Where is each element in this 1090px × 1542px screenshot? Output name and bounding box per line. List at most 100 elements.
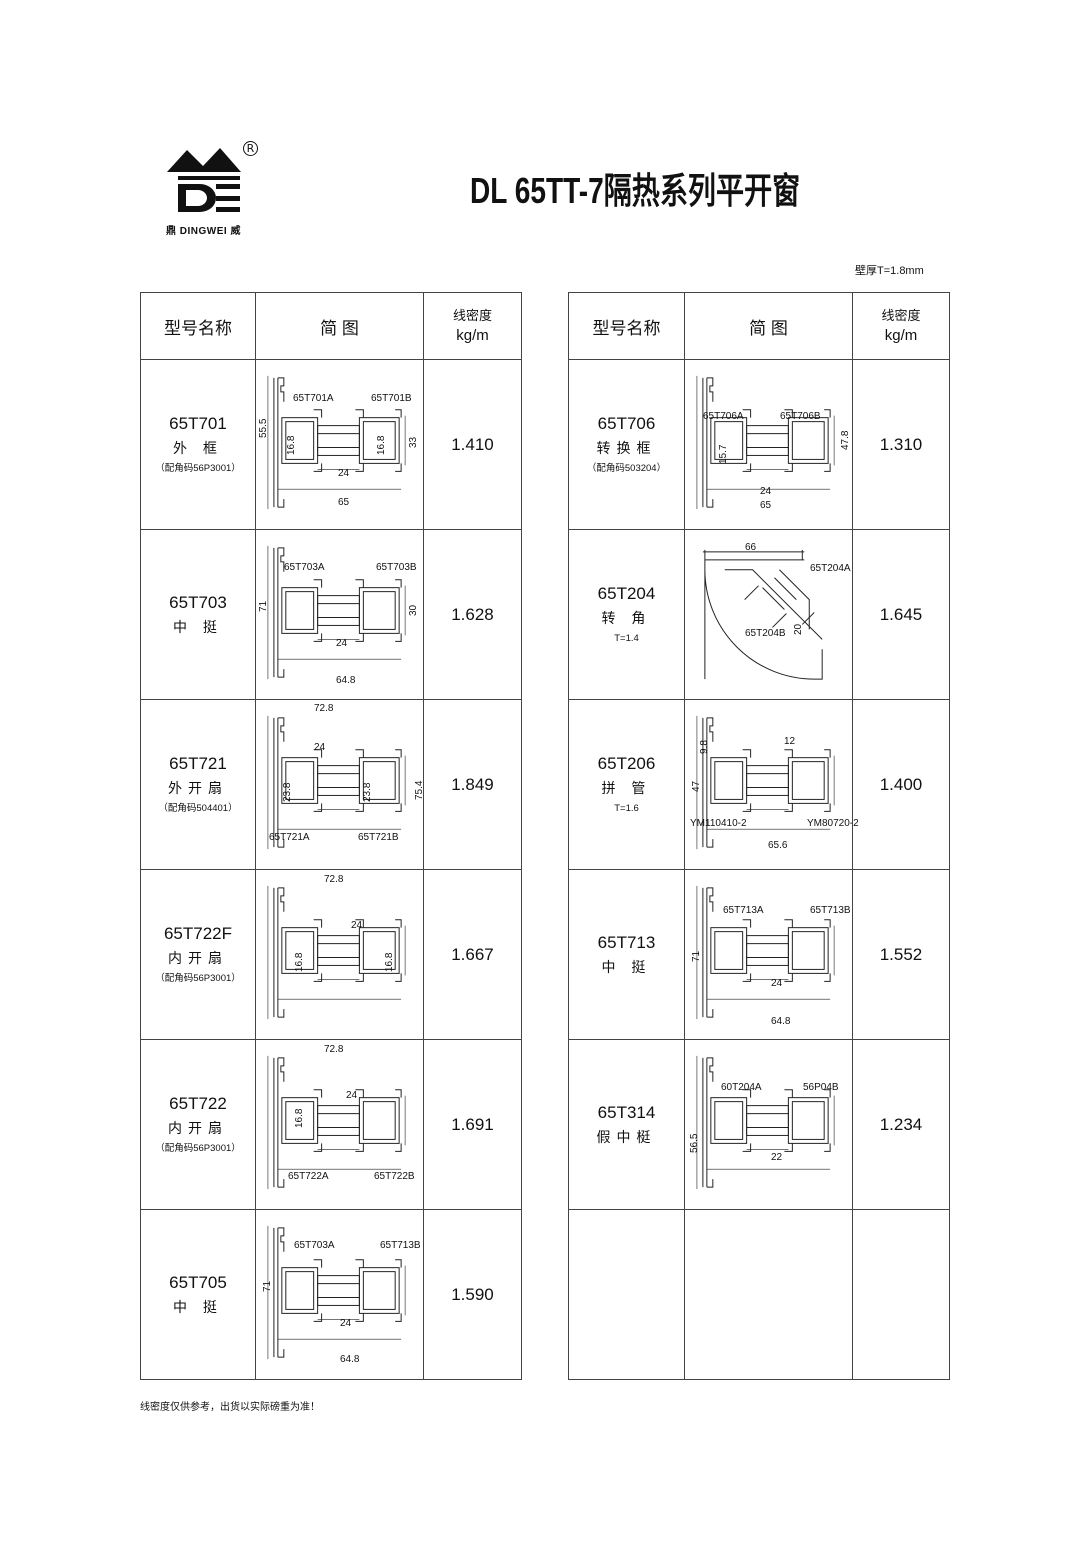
wall-thickness-note: 壁厚T=1.8mm bbox=[855, 265, 924, 277]
model-name: 内开扇 bbox=[168, 1119, 228, 1136]
dimension-label: 65T706B bbox=[780, 411, 821, 422]
page-title: DL 65TT-7隔热系列平开窗 bbox=[470, 170, 801, 211]
dimension-label: 65T204A bbox=[810, 563, 851, 574]
dimension-label: 12 bbox=[784, 736, 796, 747]
dimension-label: 15.7 bbox=[718, 444, 729, 464]
dimension-label: 16.8 bbox=[384, 952, 395, 972]
density-label: 线密度 bbox=[452, 308, 492, 323]
dimension-label: 65T703A bbox=[284, 562, 325, 573]
footer-note: 线密度仅供参考，出货以实际磅重为准！ bbox=[140, 1402, 320, 1413]
density-value: 1.849 bbox=[423, 699, 522, 870]
model-note: （配角码504401） bbox=[158, 802, 238, 814]
model-code: 65T204 bbox=[597, 583, 656, 603]
dimension-label: 65T721B bbox=[358, 832, 399, 843]
model-name: 转 角 bbox=[601, 609, 652, 626]
model-name: 外 框 bbox=[173, 439, 223, 456]
dimension-label: 65 bbox=[338, 497, 350, 508]
dimension-label: 16.8 bbox=[286, 435, 297, 455]
model-cell: 65T722 内开扇 （配角码56P3001） bbox=[140, 1039, 256, 1210]
dimension-label: 24 bbox=[760, 486, 772, 497]
dimension-label: 65T713A bbox=[723, 905, 764, 916]
model-code: 65T722 bbox=[169, 1093, 227, 1113]
dimension-label: 65T722A bbox=[288, 1171, 329, 1182]
profile-drawing bbox=[702, 549, 823, 680]
dimension-label: 65T713B bbox=[380, 1240, 421, 1251]
model-note: T=1.4 bbox=[614, 632, 639, 644]
model-cell: 65T204 转 角 T=1.4 bbox=[568, 529, 685, 700]
dimension-label: 65 bbox=[760, 500, 772, 511]
profile-drawing bbox=[696, 1055, 835, 1190]
dimension-label: 65T721A bbox=[269, 832, 310, 843]
model-note: T=1.6 bbox=[614, 802, 639, 814]
model-name: 外开扇 bbox=[168, 779, 228, 796]
model-note: （配角码503204） bbox=[586, 462, 667, 474]
dimension-label: 65T703B bbox=[376, 562, 417, 573]
model-code: 65T722F bbox=[163, 923, 233, 943]
profile-drawing bbox=[267, 375, 406, 510]
model-code: 65T703 bbox=[169, 592, 227, 612]
profile-drawing bbox=[696, 885, 835, 1020]
dimension-label: 24 bbox=[314, 742, 326, 753]
model-code: 65T705 bbox=[169, 1272, 227, 1292]
model-name: 假中梃 bbox=[596, 1128, 657, 1145]
dimension-label: 56.5 bbox=[689, 1133, 700, 1153]
profile-drawing bbox=[267, 1055, 406, 1190]
dimension-label: 24 bbox=[351, 920, 363, 931]
dimension-label: 33 bbox=[408, 436, 419, 448]
model-name: 中 挺 bbox=[601, 958, 652, 975]
dimension-label: 65T701B bbox=[371, 393, 412, 404]
dimension-label: 30 bbox=[408, 604, 419, 616]
profile-row bbox=[568, 1209, 950, 1380]
col-header-diagram: 简 图 bbox=[255, 292, 424, 360]
col-header-diagram: 简 图 bbox=[684, 292, 853, 360]
col-header-model: 型号名称 bbox=[568, 292, 685, 360]
dimension-label: 24 bbox=[340, 1318, 352, 1329]
model-code: 65T314 bbox=[597, 1102, 656, 1122]
density-value: 1.410 bbox=[423, 359, 522, 530]
profile-drawing bbox=[267, 715, 406, 850]
dimension-label: 64.8 bbox=[771, 1016, 791, 1027]
dimension-label: 65.6 bbox=[768, 840, 788, 851]
model-code: 65T206 bbox=[597, 753, 656, 773]
model-code: 65T701 bbox=[169, 413, 227, 433]
density-label: 线密度 bbox=[881, 308, 921, 323]
dimension-label: 24 bbox=[346, 1090, 358, 1101]
dimension-label: 71 bbox=[691, 950, 702, 962]
dimension-label: 65T713B bbox=[810, 905, 851, 916]
dimension-label: 20 bbox=[793, 623, 804, 635]
dimension-label: 65T701A bbox=[293, 393, 334, 404]
model-cell: 65T314 假中梃 bbox=[568, 1039, 685, 1210]
density-value: 1.590 bbox=[423, 1209, 522, 1380]
density-value: 1.667 bbox=[423, 869, 522, 1040]
dimension-label: 23.8 bbox=[362, 782, 373, 802]
model-note: （配角码56P3001） bbox=[155, 1142, 241, 1154]
density-value: 1.645 bbox=[852, 529, 950, 700]
density-value: 1.552 bbox=[852, 869, 950, 1040]
dimension-label: 71 bbox=[262, 1280, 273, 1292]
dimension-label: 71 bbox=[258, 600, 269, 612]
profile-drawing bbox=[267, 885, 406, 1020]
dimension-label: 65T703A bbox=[294, 1240, 335, 1251]
dimension-label: 64.8 bbox=[340, 1354, 360, 1365]
dimension-label: 16.8 bbox=[376, 435, 387, 455]
dingwei-logo bbox=[167, 148, 241, 212]
dimension-label: 60T204A bbox=[721, 1082, 762, 1093]
